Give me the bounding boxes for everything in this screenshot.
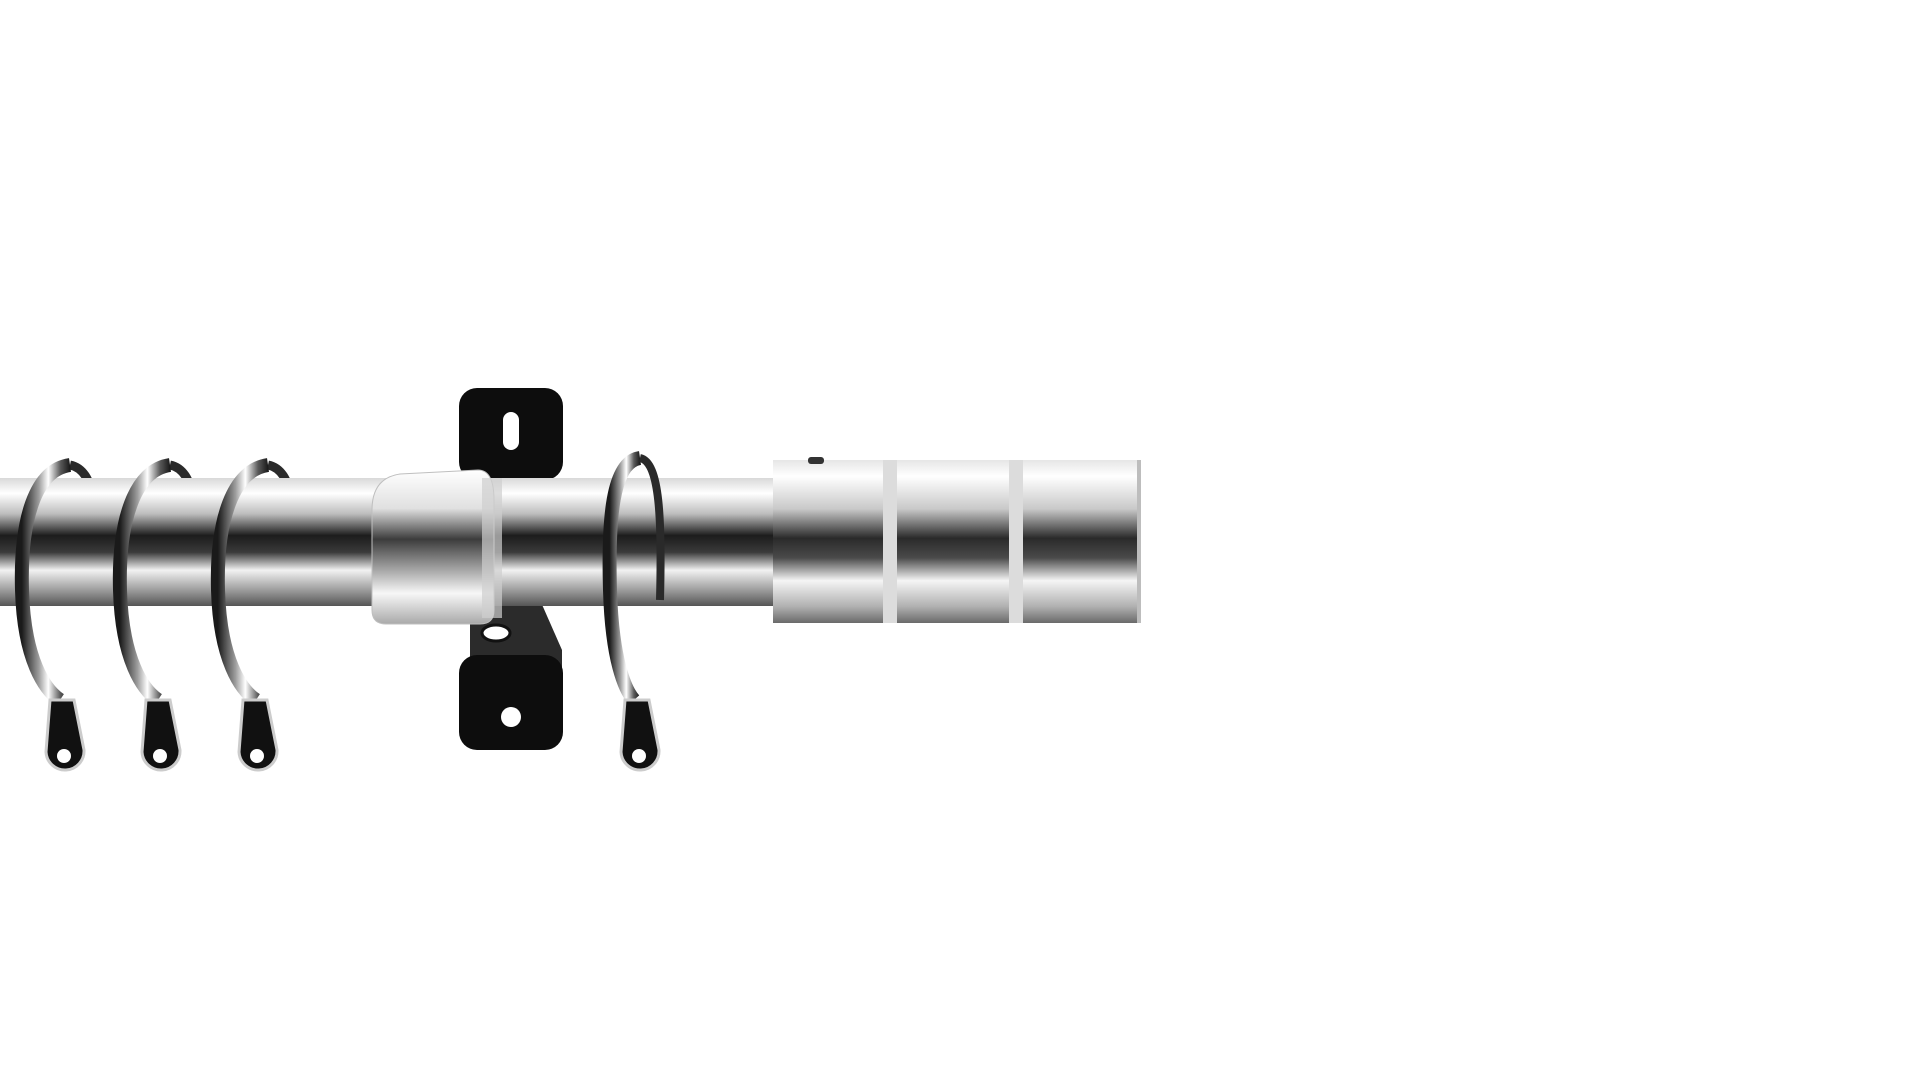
bracket-screw-hole (501, 707, 521, 727)
bracket-collar (371, 469, 502, 625)
curtain-ring-2 (112, 458, 182, 772)
bracket-socket (480, 623, 512, 643)
bracket-top-slot (503, 412, 519, 450)
curtain-ring-3 (210, 458, 279, 772)
ring-eyelet-4 (619, 698, 661, 772)
finial-segment-3 (1023, 460, 1141, 623)
curtain-ring-1 (14, 458, 86, 772)
finial-set-screw (808, 457, 824, 464)
finial-end-cap (773, 457, 1141, 623)
finial-segment-1 (773, 460, 883, 623)
ring-eyelet-1 (44, 698, 86, 772)
finial-gap-1 (883, 460, 897, 623)
ring-eyelet-3 (237, 698, 279, 772)
ring-eyelet-2 (140, 698, 182, 772)
bracket-bottom-plate (459, 655, 563, 750)
finial-gap-2 (1009, 460, 1023, 623)
wall-bracket (459, 388, 563, 750)
curtain-ring-4 (602, 451, 665, 772)
finial-segment-2 (897, 460, 1009, 623)
